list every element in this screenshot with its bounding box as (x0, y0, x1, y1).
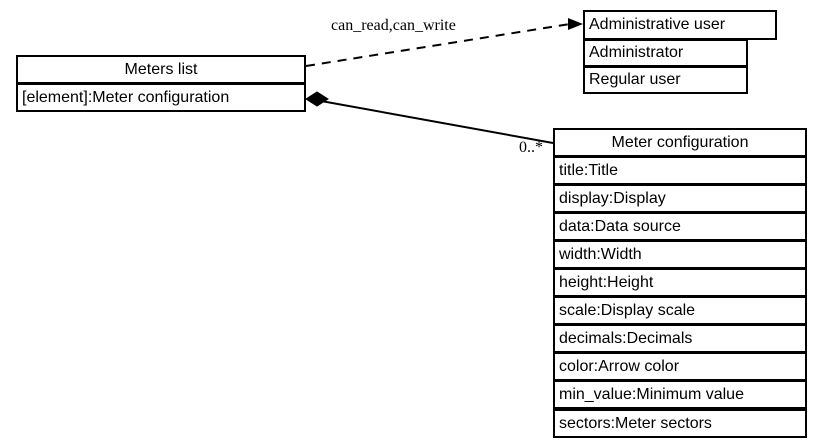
composition-edge (305, 91, 554, 144)
class-attribute-row: color:Arrow color (553, 352, 807, 381)
class-attribute-row: scale:Display scale (553, 296, 807, 325)
composition-edge-diamond (305, 91, 329, 107)
class-attribute-row: Administrator (583, 39, 748, 67)
composition-edge-label: 0..* (519, 139, 543, 156)
class-attribute-row: data:Data source (553, 212, 807, 241)
class-attribute-row: sectors:Meter sectors (553, 409, 807, 438)
class-attribute-row: display:Display (553, 184, 807, 213)
class-title-meters-list: Meters list (16, 55, 306, 84)
class-attribute-row: [element]:Meter configuration (16, 83, 306, 112)
permission-edge-label: can_read,can_write (331, 17, 456, 34)
class-attribute-row: title:Title (553, 156, 807, 185)
class-attribute-row: min_value:Minimum value (553, 380, 807, 409)
class-title-meter-configuration: Meter configuration (553, 128, 807, 157)
class-attribute-row: Regular user (583, 66, 748, 94)
class-title-administrative-user: Administrative user (583, 10, 777, 40)
composition-edge-line (309, 98, 554, 144)
class-attribute-row: decimals:Decimals (553, 324, 807, 353)
class-attribute-row: height:Height (553, 268, 807, 297)
permission-edge-arrowhead (568, 18, 583, 30)
class-attribute-row: width:Width (553, 240, 807, 269)
